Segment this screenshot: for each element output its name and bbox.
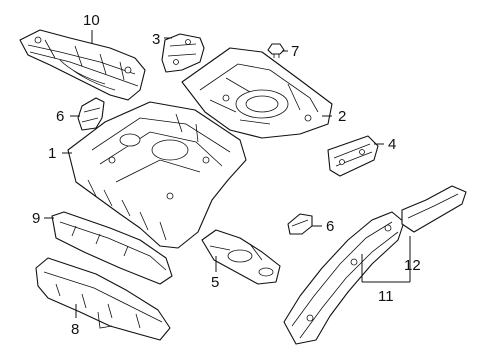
callout-1: 1	[48, 145, 56, 162]
part-6-small-bracket-lower	[287, 213, 313, 235]
callout-11: 11	[378, 288, 394, 305]
callout-5: 5	[211, 274, 219, 291]
part-1-main-floor-panel	[67, 101, 247, 249]
part-7-clip	[267, 43, 285, 58]
part-10-rail-assembly	[19, 29, 146, 101]
callout-10: 10	[83, 12, 100, 29]
part-11-side-member	[283, 211, 405, 345]
callout-12: 12	[404, 257, 421, 274]
callout-7: 7	[291, 43, 299, 60]
callout-6-upper: 6	[56, 108, 64, 125]
part-3-bracket	[161, 33, 205, 73]
part-12-extension	[401, 185, 467, 233]
part-6-small-bracket-upper	[77, 97, 105, 131]
part-5-floor-bracket	[201, 229, 281, 285]
part-4-reinforcement-plate	[327, 135, 379, 177]
leader-lines	[44, 30, 411, 318]
callout-6-lower: 6	[326, 218, 334, 235]
callout-4: 4	[388, 136, 396, 153]
part-2-rear-floor-pan	[181, 47, 333, 139]
callout-8: 8	[71, 321, 79, 338]
callout-2: 2	[338, 108, 346, 125]
callout-labels: 1 2 3 4 5 6 6 7 8 9 10 11 12	[32, 12, 421, 338]
part-8-lower-rail	[35, 257, 171, 341]
callout-3: 3	[152, 31, 160, 48]
callout-9: 9	[32, 210, 40, 227]
part-9-side-sill	[51, 211, 173, 285]
